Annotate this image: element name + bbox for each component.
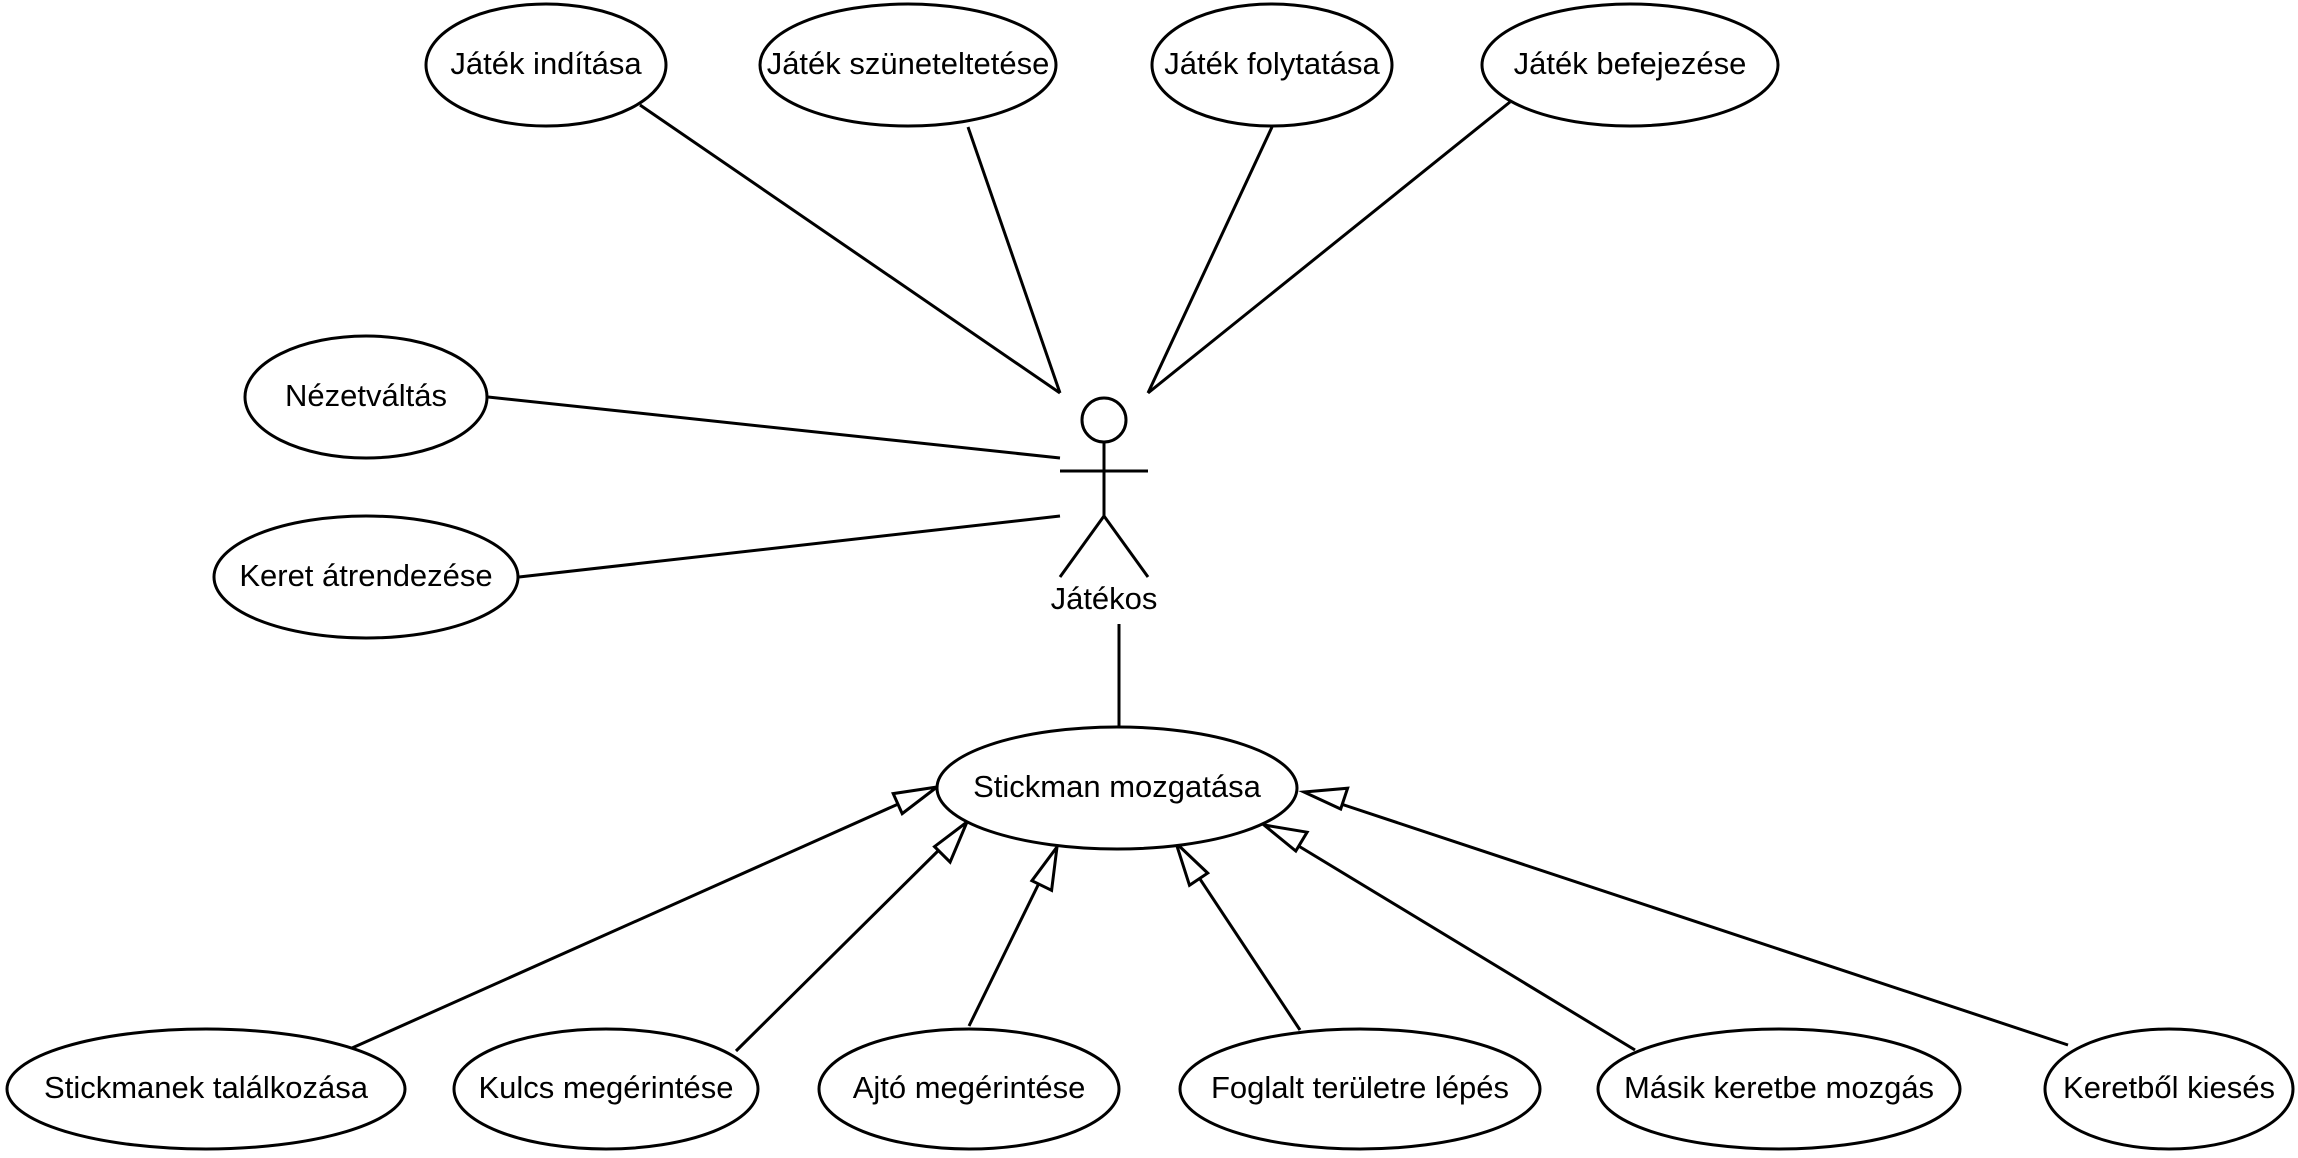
- use-case-label: Játék befejezése: [1514, 46, 1747, 81]
- use-case-resume[interactable]: Játék folytatása: [1150, 2, 1394, 128]
- arrowhead-key: [932, 817, 971, 865]
- use-case-label: Játék folytatása: [1164, 46, 1380, 81]
- generalization-key: [734, 842, 947, 1053]
- use-case-label: Keretből kiesés: [2063, 1070, 2275, 1105]
- generalization-other: [1291, 840, 1636, 1052]
- use-case-key-touch[interactable]: Kulcs megérintése: [452, 1027, 760, 1151]
- use-case-occupied-step[interactable]: Foglalt területre lépés: [1178, 1027, 1542, 1151]
- use-case-label: Ajtó megérintése: [853, 1070, 1086, 1105]
- use-case-frame-fall[interactable]: Keretből kiesés: [2043, 1027, 2295, 1151]
- use-case-other-frame[interactable]: Másik keretbe mozgás: [1596, 1027, 1962, 1151]
- arrowhead-occupied: [1174, 841, 1211, 888]
- use-case-label: Kulcs megérintése: [478, 1070, 733, 1105]
- generalization-door: [967, 876, 1044, 1027]
- use-case-pause[interactable]: Játék szüneteltetése: [758, 2, 1058, 128]
- use-case-label: Játék szüneteltetése: [767, 46, 1050, 81]
- generalization-occupied: [1192, 869, 1302, 1031]
- actor-jatekos: [1058, 396, 1150, 578]
- use-case-label: Játék indítása: [450, 46, 642, 81]
- generalization-fall: [1334, 800, 2069, 1047]
- association-resume: [1146, 126, 1274, 394]
- association-view: [487, 395, 1061, 460]
- use-case-frame-rearrange[interactable]: Keret átrendezése: [212, 514, 520, 640]
- use-case-label: Keret átrendezése: [239, 558, 492, 593]
- association-start: [639, 103, 1061, 395]
- use-case-label: Másik keretbe mozgás: [1624, 1070, 1934, 1105]
- use-case-finish[interactable]: Játék befejezése: [1480, 2, 1780, 128]
- arrowhead-other: [1258, 822, 1310, 854]
- use-case-move-stickman[interactable]: Stickman mozgatása: [935, 725, 1299, 851]
- association-frame: [518, 514, 1061, 579]
- actor-head: [1080, 396, 1128, 444]
- arrowhead-meet: [891, 785, 938, 816]
- actor-right-leg: [1102, 515, 1150, 578]
- associations: [487, 100, 1511, 726]
- use-case-label: Stickman mozgatása: [973, 769, 1261, 804]
- use-case-view-switch[interactable]: Nézetváltás: [243, 334, 489, 460]
- arrowhead-fall: [1298, 786, 1350, 812]
- actor-left-leg: [1058, 515, 1106, 578]
- arrowhead-door: [1029, 841, 1060, 893]
- actor-label: Játékos: [1051, 581, 1158, 616]
- use-case-label: Nézetváltás: [285, 378, 447, 413]
- use-case-label: Foglalt területre lépés: [1211, 1070, 1509, 1105]
- use-case-door-touch[interactable]: Ajtó megérintése: [817, 1027, 1121, 1151]
- use-case-start[interactable]: Játék indítása: [424, 2, 668, 128]
- association-pause: [966, 126, 1062, 394]
- association-finish: [1147, 100, 1511, 395]
- generalization-meet: [351, 799, 906, 1050]
- generalizations: [351, 785, 2069, 1053]
- use-case-label: Stickmanek találkozása: [44, 1070, 369, 1105]
- use-case-stickman-meet[interactable]: Stickmanek találkozása: [5, 1027, 407, 1151]
